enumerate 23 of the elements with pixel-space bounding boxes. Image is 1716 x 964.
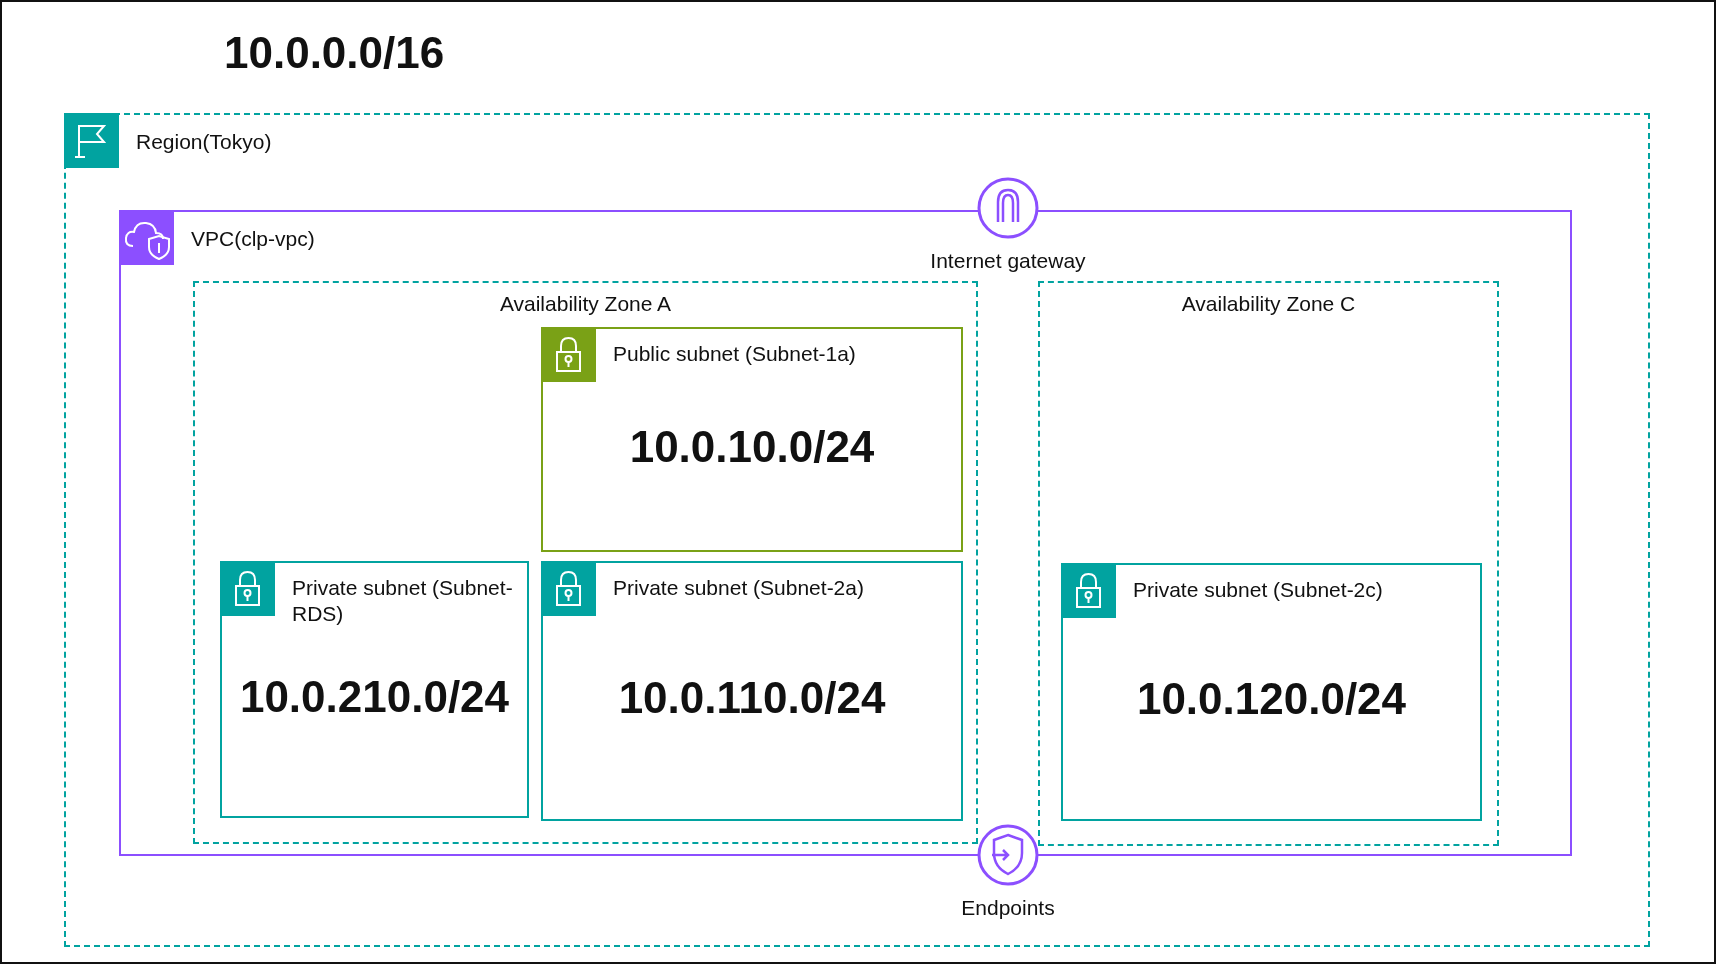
group-label: VPC(clp-vpc): [191, 226, 315, 252]
subnet-label: Private subnet (Subnet-2a): [613, 575, 865, 601]
cidr-label: 10.0.210.0/24: [238, 671, 511, 722]
subnet-label: Private subnet (Subnet-2c): [1133, 577, 1384, 603]
subnet-box: [541, 327, 963, 552]
region-group: [64, 113, 1650, 947]
vpc-group: [119, 210, 1572, 856]
subnet-box: [220, 561, 529, 818]
availability-zone-group: [1038, 281, 1499, 846]
icon-label: Endpoints: [960, 895, 1056, 921]
subnet-label: Private subnet (Subnet-RDS): [292, 575, 514, 627]
zone-label: Availability Zone A: [498, 291, 673, 317]
icon-label: Internet gateway: [929, 248, 1087, 274]
subnet-box: [541, 561, 963, 821]
cidr-label: 10.0.110.0/24: [617, 673, 887, 723]
cidr-label: 10.0.0.0/16: [224, 28, 445, 78]
availability-zone-group: [193, 281, 978, 844]
zone-label: Availability Zone C: [1180, 291, 1357, 317]
cidr-label: 10.0.10.0/24: [628, 421, 876, 472]
cidr-label: 10.0.120.0/24: [1135, 674, 1408, 724]
subnet-box: [1061, 563, 1482, 821]
group-label: Region(Tokyo): [136, 129, 272, 155]
subnet-label: Public subnet (Subnet-1a): [613, 341, 857, 367]
